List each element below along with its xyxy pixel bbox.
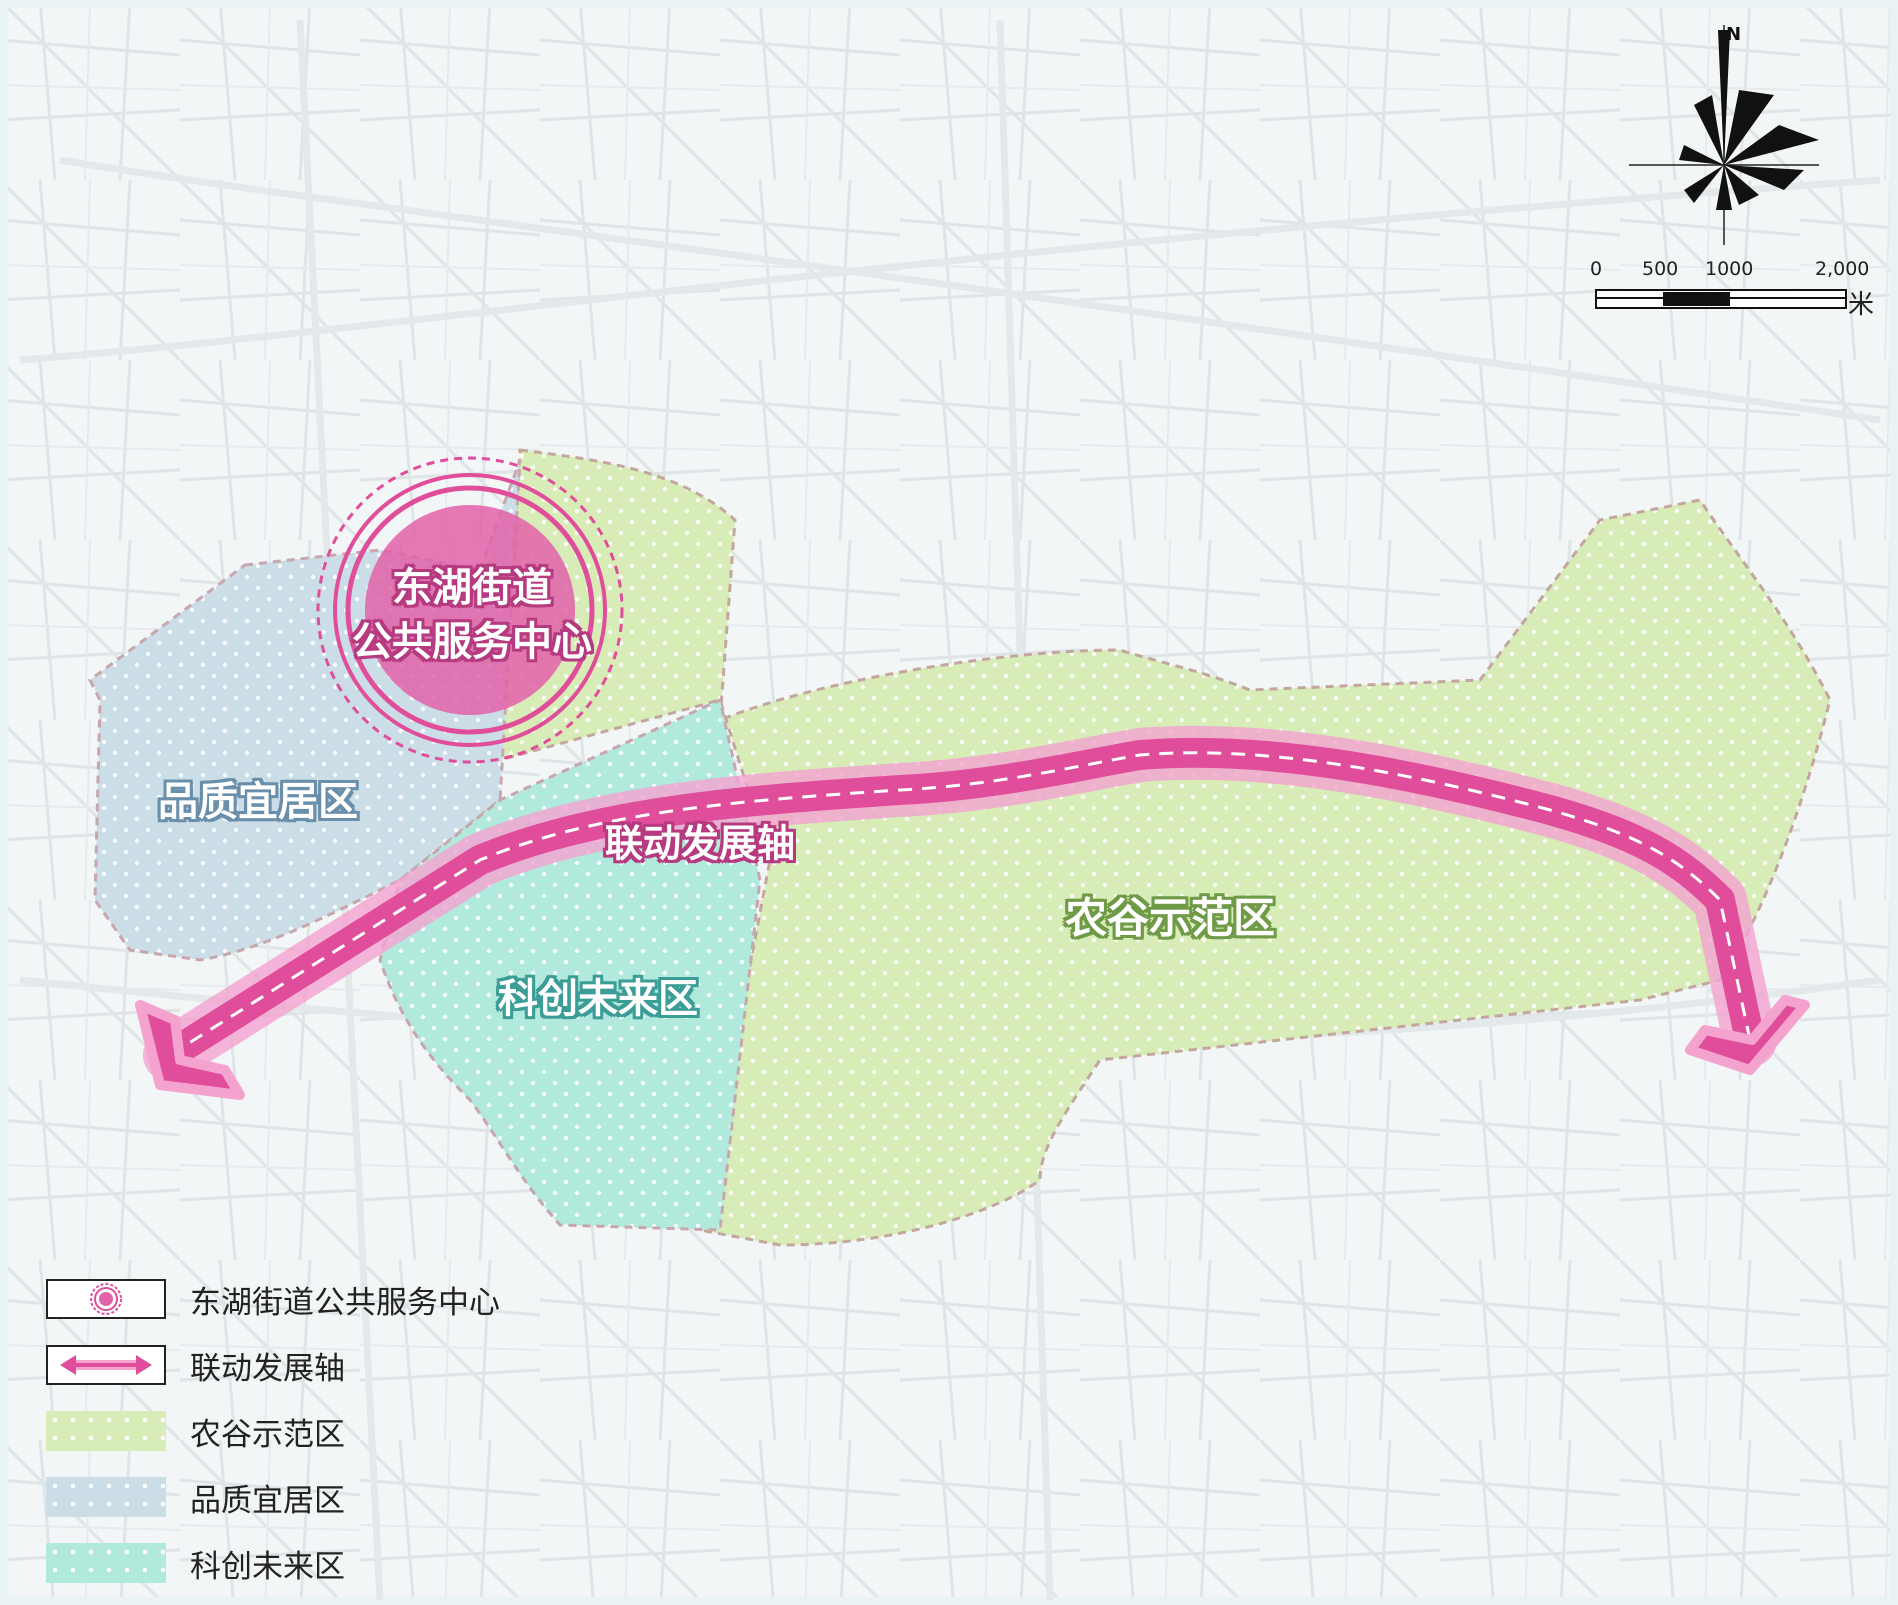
scale-bar bbox=[1595, 289, 1847, 309]
scale-tick-1000: 1000 bbox=[1705, 258, 1754, 280]
legend-item-agri: 农谷示范区 bbox=[46, 1398, 500, 1464]
legend-item-axis: 联动发展轴 bbox=[46, 1332, 500, 1398]
legend-living-swatch bbox=[46, 1477, 166, 1517]
zone-agri-area bbox=[498, 448, 1832, 1247]
legend-label-living: 品质宜居区 bbox=[190, 1482, 345, 1519]
center-label: 东湖街道 公共服务中心 bbox=[352, 561, 592, 669]
zone-label-agri: 农谷示范区 bbox=[1064, 893, 1276, 943]
public-service-center-marker bbox=[316, 456, 624, 764]
legend-label-agri: 农谷示范区 bbox=[190, 1416, 345, 1453]
scale-tick-500: 500 bbox=[1642, 258, 1679, 280]
axis-label: 联动发展轴 bbox=[604, 821, 796, 866]
legend-item-living: 品质宜居区 bbox=[46, 1464, 500, 1530]
center-target-icon bbox=[90, 1283, 122, 1315]
axis-arrow-east-icon bbox=[1685, 995, 1810, 1075]
north-compass-icon bbox=[1629, 25, 1819, 245]
zone-label-tech: 科创未来区 bbox=[498, 976, 698, 1022]
legend-label-axis: 联动发展轴 bbox=[190, 1350, 345, 1387]
double-arrow-icon bbox=[60, 1355, 152, 1375]
center-label-line2: 公共服务中心 bbox=[352, 619, 592, 665]
axis-arrow-west-icon bbox=[135, 1000, 245, 1100]
legend-item-center: 东湖街道公共服务中心 bbox=[46, 1266, 500, 1332]
scale-unit: 米 bbox=[1848, 290, 1875, 320]
legend-label-center: 东湖街道公共服务中心 bbox=[190, 1284, 500, 1321]
legend-axis-swatch bbox=[46, 1345, 166, 1385]
legend-tech-swatch bbox=[46, 1543, 166, 1583]
legend-label-tech: 科创未来区 bbox=[190, 1548, 345, 1585]
development-axis bbox=[135, 725, 1810, 1100]
compass-north-label: N bbox=[1726, 24, 1742, 45]
map-legend: 东湖街道公共服务中心 联动发展轴 农谷示范区 品质宜居区 科创未来区 bbox=[46, 1266, 500, 1596]
zone-label-living: 品质宜居区 bbox=[158, 779, 358, 825]
scale-tick-0: 0 bbox=[1590, 258, 1603, 280]
legend-agri-swatch bbox=[46, 1411, 166, 1451]
scale-tick-2000: 2,000 bbox=[1815, 258, 1870, 280]
center-label-line1: 东湖街道 bbox=[392, 565, 552, 611]
legend-center-swatch bbox=[46, 1279, 166, 1319]
legend-item-tech: 科创未来区 bbox=[46, 1530, 500, 1596]
